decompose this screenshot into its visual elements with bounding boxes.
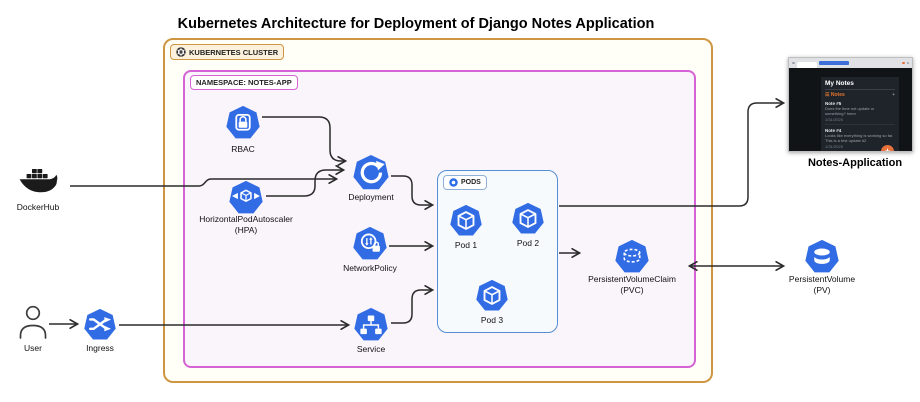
note-body: Does the time not update or something? h…: [825, 106, 875, 116]
pod3-node[interactable]: [475, 279, 509, 313]
address-bar-highlight: [818, 60, 849, 66]
notes-nav-row: ☰ Notes +: [825, 92, 895, 98]
ingress-node[interactable]: [83, 308, 117, 342]
notes-app-window[interactable]: My Notes ☰ Notes + Note #5 Does the time…: [788, 57, 913, 152]
cluster-label: KUBERNETES CLUSTER: [189, 47, 279, 57]
ingress-label: Ingress: [86, 343, 114, 353]
pods-group-label: PODS: [461, 179, 481, 186]
notes-panel: My Notes ☰ Notes + Note #5 Does the time…: [821, 77, 899, 151]
service-label: Service: [356, 344, 386, 354]
dockerhub-label: DockerHub: [16, 202, 60, 212]
extension-icon: [902, 61, 905, 65]
notes-app-caption: Notes-Application: [807, 157, 903, 169]
deployment-icon: [353, 154, 389, 190]
pv-icon: [805, 239, 839, 273]
deployment-label: Deployment: [348, 192, 394, 202]
window-control-icon: [792, 61, 795, 65]
note-item: Note #5 Does the time not update or some…: [825, 101, 895, 125]
cluster-chip: KUBERNETES CLUSTER: [170, 44, 285, 60]
networkpolicy-node[interactable]: [352, 226, 388, 262]
note-title: Note #5: [825, 101, 842, 106]
pod-icon: [476, 279, 508, 311]
diagram-title: Kubernetes Architecture for Deployment o…: [177, 16, 655, 32]
rbac-label: RBAC: [231, 144, 255, 154]
namespace-chip: NAMESPACE: NOTES-APP: [190, 75, 298, 90]
deployment-node[interactable]: [352, 154, 390, 192]
pvc-label: PersistentVolumeClaim: [588, 274, 676, 284]
pv-label: PersistentVolume: [788, 274, 856, 284]
pv-sublabel: (PV): [813, 285, 831, 295]
note-item: Note #4 Looks like everything is working…: [825, 128, 895, 151]
pod2-label: Pod 2: [516, 238, 540, 248]
pods-chip: PODS: [443, 175, 487, 190]
rbac-icon: [226, 105, 260, 139]
browser-tab: [796, 61, 817, 68]
notes-app-body: My Notes ☰ Notes + Note #5 Does the time…: [789, 68, 912, 151]
pods-group-boundary[interactable]: [437, 170, 558, 333]
service-icon: [354, 307, 388, 341]
pods-group-icon: [449, 178, 458, 187]
service-node[interactable]: [353, 307, 389, 343]
hpa-icon: [229, 180, 263, 214]
note-date: 1/31/2025: [825, 144, 843, 149]
pvc-node[interactable]: [614, 239, 650, 275]
hpa-label: HorizontalPodAutoscaler: [199, 214, 293, 224]
notes-nav-label: ☰ Notes: [825, 92, 845, 98]
note-body: Looks like everything is working so far.…: [825, 133, 894, 143]
add-note-fab: +: [881, 145, 894, 151]
browser-chrome: [789, 58, 912, 68]
note-date: 1/31/2025: [825, 117, 843, 122]
dockerhub-node[interactable]: [16, 163, 60, 201]
pod-icon: [450, 204, 482, 236]
docker-whale-icon: [19, 169, 58, 193]
user-icon: [19, 305, 47, 339]
notes-app-title: My Notes: [825, 80, 895, 90]
namespace-label: NAMESPACE: NOTES-APP: [196, 78, 292, 87]
note-title: Note #4: [825, 128, 842, 133]
pvc-sublabel: (PVC): [620, 285, 644, 295]
hpa-sublabel: (HPA): [234, 225, 258, 235]
user-node[interactable]: [15, 302, 51, 342]
pod1-label: Pod 1: [454, 240, 478, 250]
user-label: User: [24, 343, 42, 353]
pv-node[interactable]: [804, 239, 840, 275]
kubernetes-helm-icon: [176, 47, 186, 57]
pod1-node[interactable]: [449, 204, 483, 238]
pod3-label: Pod 3: [480, 315, 504, 325]
pod2-node[interactable]: [511, 202, 545, 236]
notes-nav-action: +: [892, 92, 895, 98]
hpa-node[interactable]: [228, 180, 264, 216]
networkpolicy-icon: [353, 226, 387, 260]
networkpolicy-label: NetworkPolicy: [343, 263, 397, 273]
menu-icon: [906, 61, 909, 65]
ingress-icon: [84, 308, 116, 340]
rbac-node[interactable]: [225, 105, 261, 141]
pod-icon: [512, 202, 544, 234]
pvc-icon: [615, 239, 649, 273]
